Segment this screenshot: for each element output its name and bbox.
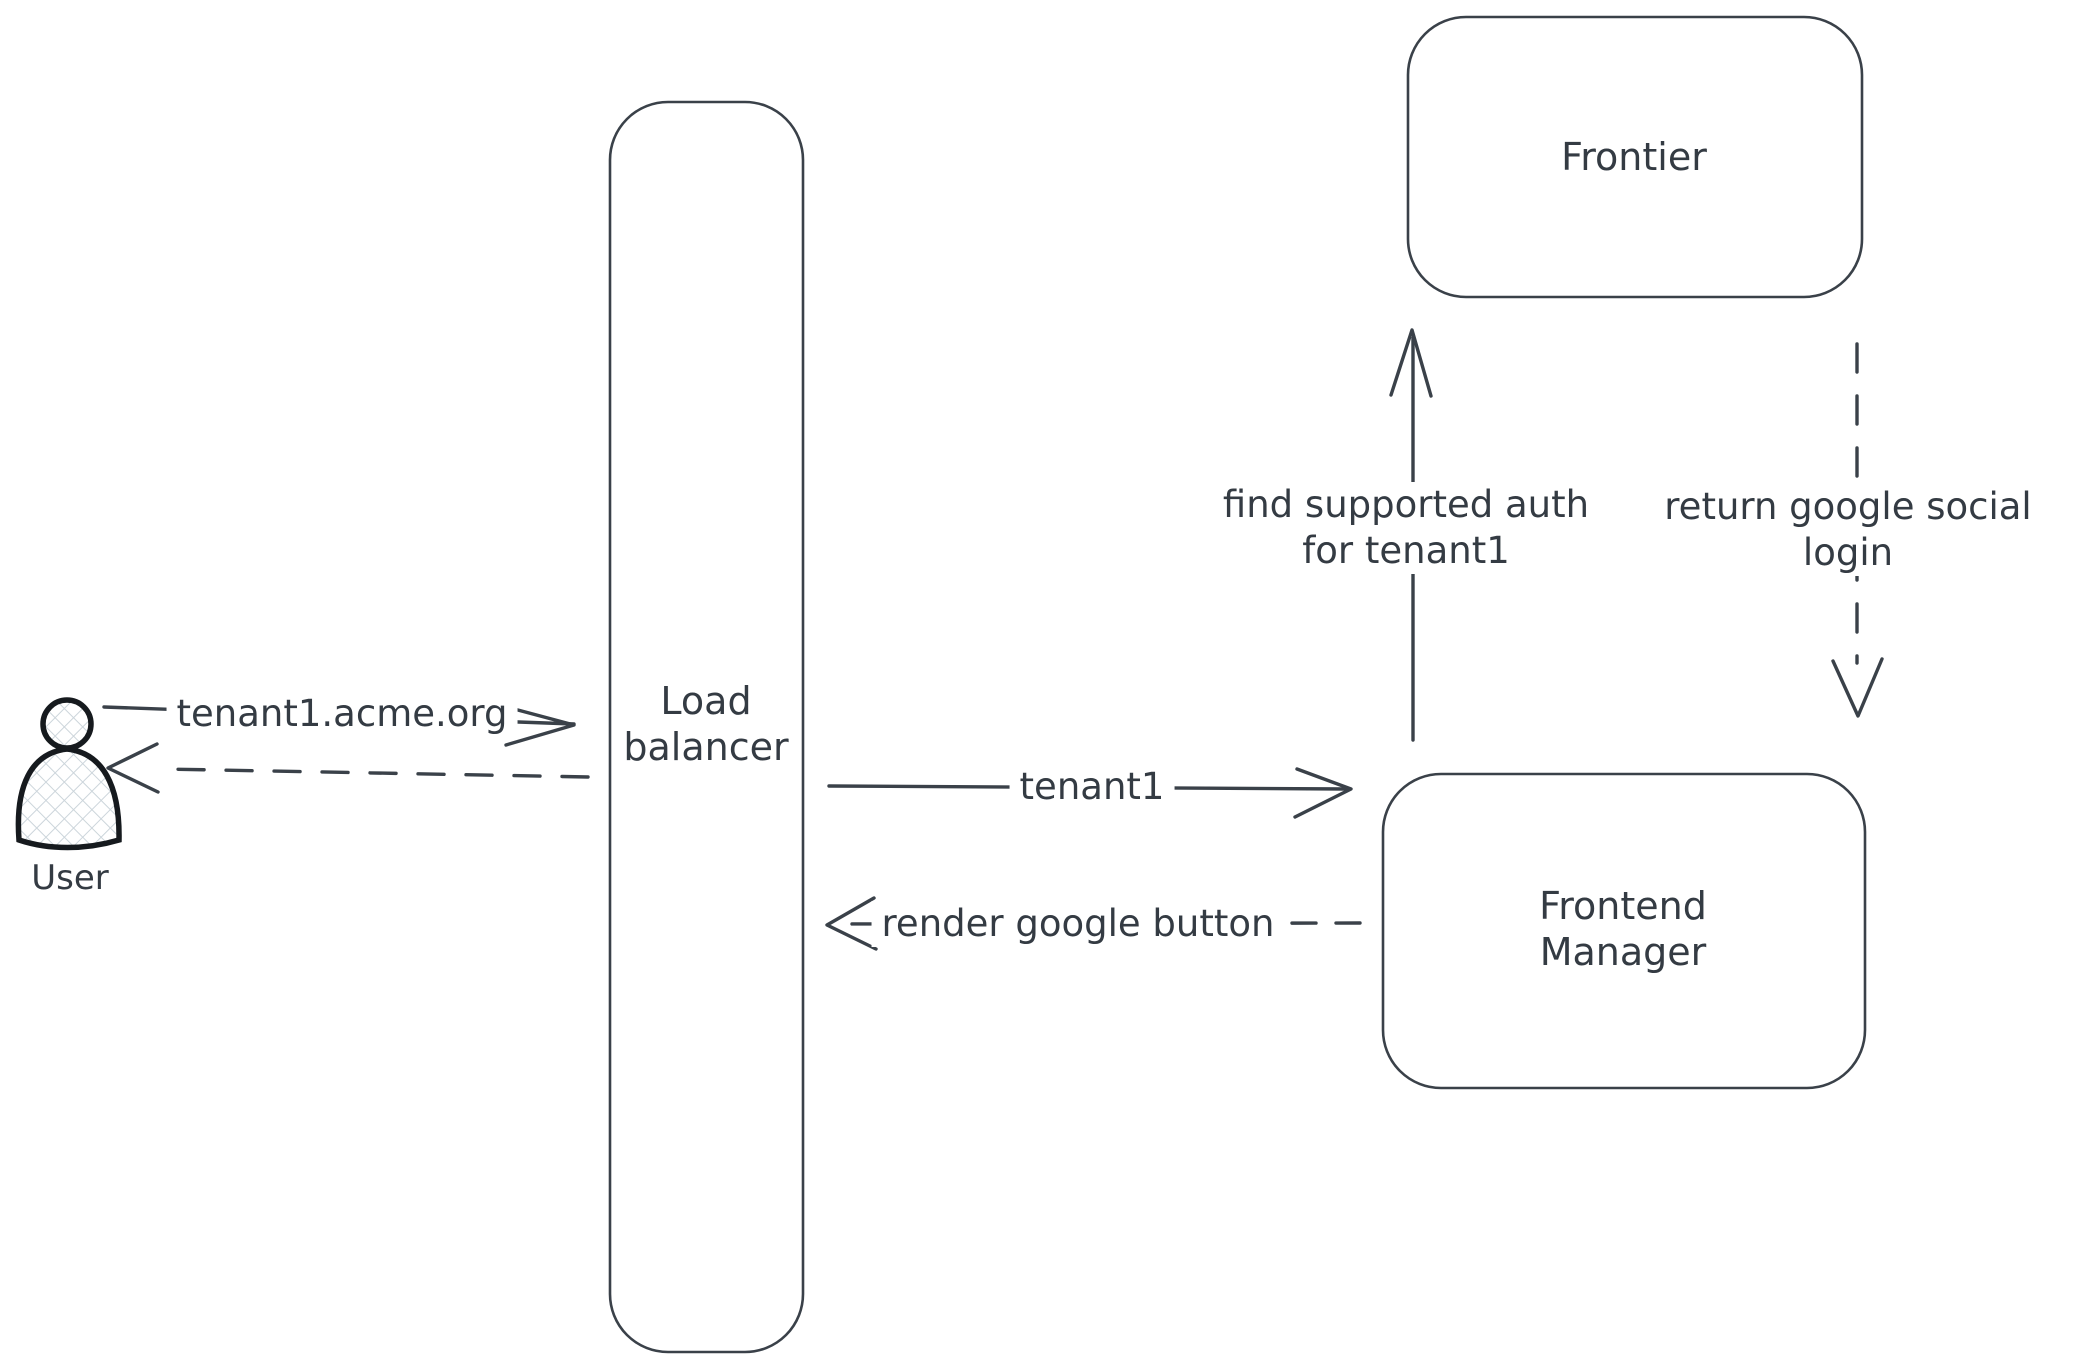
- edge-label-find-supported-auth-line2: for tenant1: [1302, 529, 1510, 572]
- user-body: [15, 746, 122, 851]
- user-label: User: [31, 858, 109, 898]
- edge-label-return-google-social-login: return google social login: [1654, 484, 2042, 576]
- frontend-manager-label: Frontend Manager: [1539, 883, 1707, 975]
- load-balancer-node: [608, 100, 805, 1354]
- frontier-node: [1406, 15, 1864, 299]
- frontend-manager-label-line1: Frontend: [1539, 884, 1707, 928]
- user-head: [40, 697, 94, 751]
- arrow-load-balancer-to-user: [106, 742, 590, 794]
- frontend-manager-node: [1381, 772, 1867, 1090]
- edge-label-tenant1: tenant1: [1009, 764, 1175, 810]
- edge-label-find-supported-auth: find supported auth for tenant1: [1212, 482, 1600, 574]
- user-person-icon: [15, 697, 122, 851]
- edge-label-render-google-button: render google button: [871, 901, 1285, 947]
- edge-label-return-google-social-login-line1: return google social: [1664, 485, 2032, 528]
- load-balancer-label: Load balancer: [623, 678, 788, 770]
- edge-label-find-supported-auth-line1: find supported auth: [1222, 483, 1590, 526]
- frontend-manager-label-line2: Manager: [1539, 930, 1707, 974]
- frontier-label: Frontier: [1561, 135, 1707, 179]
- load-balancer-label-line2: balancer: [623, 725, 789, 769]
- edge-label-tenant1-acme-org: tenant1.acme.org: [166, 691, 518, 737]
- edge-label-return-google-social-login-line2: login: [1802, 531, 1894, 574]
- load-balancer-label-line1: Load: [660, 679, 752, 723]
